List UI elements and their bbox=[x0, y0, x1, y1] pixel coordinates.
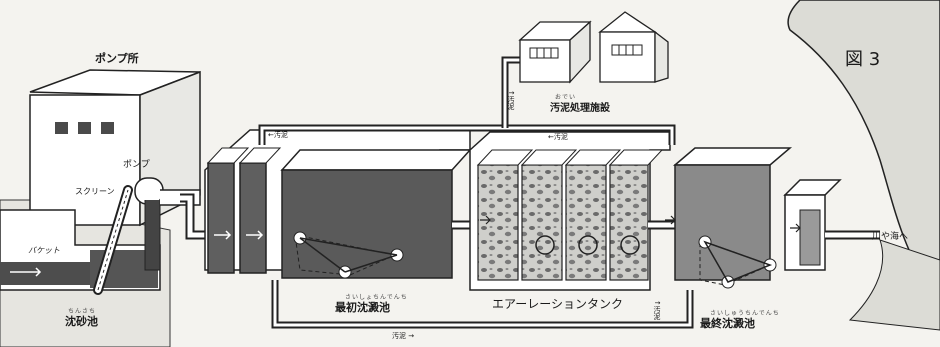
arrow-up: ↑ bbox=[507, 90, 515, 96]
arrow-right: → bbox=[408, 332, 415, 340]
screen-conveyor bbox=[93, 185, 133, 295]
primary-sedimentation-ruby: さいしょちんでんち bbox=[345, 294, 408, 301]
sludge-label-bottom: 汚泥 → bbox=[392, 332, 415, 340]
pump-label: ポンプ bbox=[123, 160, 150, 170]
figure-label: 図 3 bbox=[845, 49, 881, 70]
pump-house-window bbox=[101, 122, 114, 134]
final-sedimentation-label: 最終沈澱池 bbox=[700, 317, 755, 330]
pump-house-window bbox=[55, 122, 68, 134]
bucket-label: バケット bbox=[28, 246, 60, 255]
sludge-label-vertical: ↑汚泥 bbox=[507, 90, 515, 110]
grit-chamber-ruby: ちんさち bbox=[68, 308, 97, 315]
aeration-tank bbox=[469, 131, 671, 291]
arrow-left: ← bbox=[268, 131, 274, 139]
river-shape bbox=[787, 0, 940, 302]
sludge-label-return: ←汚泥 bbox=[548, 133, 568, 141]
channel-1 bbox=[207, 162, 235, 274]
flow-arrow-icons bbox=[10, 230, 264, 277]
primary-sedimentation-label: 最初沈澱池 bbox=[335, 301, 390, 314]
river-or-sea-label: 川や海へ bbox=[872, 232, 909, 242]
sludge-facility-buildings bbox=[518, 11, 669, 84]
channel-2 bbox=[239, 162, 267, 274]
sludge-facility-ruby: おでい bbox=[555, 94, 577, 101]
inflow-water bbox=[0, 262, 90, 285]
river-lower bbox=[848, 239, 940, 331]
sludge-label-top: ←汚泥 bbox=[268, 131, 288, 139]
sludge-label-vertical-right: ↑汚泥 bbox=[653, 300, 661, 320]
sludge-facility-label: 汚泥処理施設 bbox=[550, 103, 610, 114]
outlet-channel bbox=[783, 179, 880, 271]
aeration-tank-label: エアーレーションタンク bbox=[492, 297, 624, 311]
pump-house-label: ポンプ所 bbox=[95, 52, 139, 65]
screen-label: スクリーン bbox=[75, 187, 115, 196]
arrow-up: ↑ bbox=[653, 300, 661, 306]
grit-chamber-label: 沈砂池 bbox=[65, 315, 98, 328]
arrow-left: ← bbox=[548, 133, 554, 141]
primary-sedimentation-tank bbox=[280, 149, 472, 279]
final-sedimentation-ruby: さいしゅうちんでんち bbox=[710, 310, 780, 317]
pump-house-window bbox=[78, 122, 91, 134]
final-sedimentation-tank bbox=[672, 147, 793, 289]
